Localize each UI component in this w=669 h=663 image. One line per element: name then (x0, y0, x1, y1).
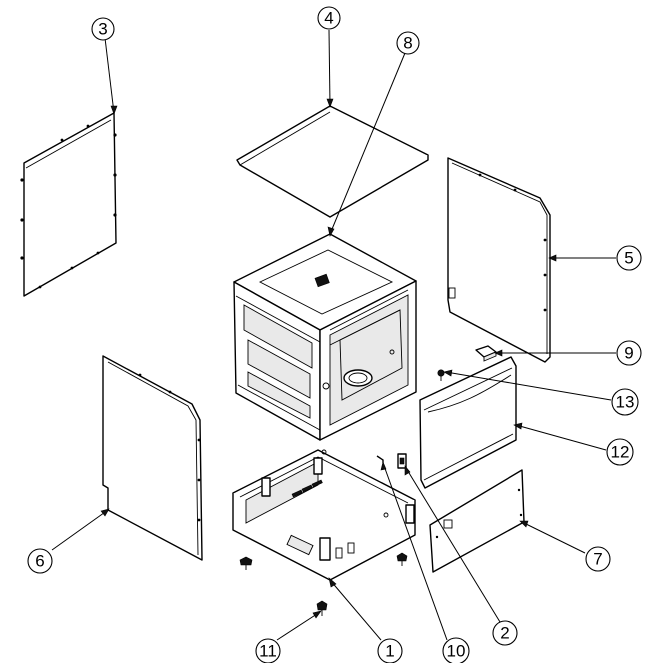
callout-13: 13 (611, 388, 639, 416)
svg-text:8: 8 (403, 34, 412, 53)
svg-text:10: 10 (447, 642, 466, 661)
callout-2: 2 (492, 620, 518, 646)
left-side-panel (20, 112, 117, 297)
front-lower-panel (429, 469, 525, 573)
svg-text:11: 11 (259, 642, 277, 661)
screw-13 (437, 369, 445, 381)
callout-9: 9 (616, 340, 642, 366)
callout-11: 11 (255, 638, 281, 663)
top-cover (236, 105, 429, 218)
pin-10 (376, 455, 384, 463)
callout-3: 3 (91, 17, 115, 41)
base-frame (232, 449, 416, 581)
svg-text:4: 4 (324, 9, 333, 28)
callout-12: 12 (606, 438, 634, 466)
large-left-panel (102, 355, 203, 561)
main-cabinet-body (233, 233, 417, 441)
svg-text:7: 7 (593, 550, 602, 569)
callout-5: 5 (616, 245, 642, 271)
callout-8: 8 (396, 31, 420, 55)
svg-text:2: 2 (500, 624, 509, 643)
svg-text:5: 5 (624, 249, 633, 268)
svg-text:6: 6 (35, 552, 44, 571)
leader-lines (51, 29, 616, 641)
svg-text:13: 13 (616, 393, 635, 412)
foot-part-11 (316, 600, 328, 616)
callout-7: 7 (585, 546, 611, 572)
svg-text:1: 1 (385, 642, 394, 661)
svg-text:3: 3 (98, 20, 107, 39)
foot-left (239, 556, 253, 570)
small-bracket (475, 345, 497, 362)
callout-10: 10 (442, 637, 470, 663)
svg-text:9: 9 (624, 344, 633, 363)
callout-6: 6 (27, 548, 53, 574)
svg-text:12: 12 (611, 443, 630, 462)
callout-1: 1 (377, 638, 403, 663)
callout-4: 4 (317, 6, 341, 30)
front-door (419, 356, 517, 489)
right-side-panel (447, 157, 551, 363)
foot-right (396, 552, 408, 566)
clip-2 (397, 453, 407, 469)
